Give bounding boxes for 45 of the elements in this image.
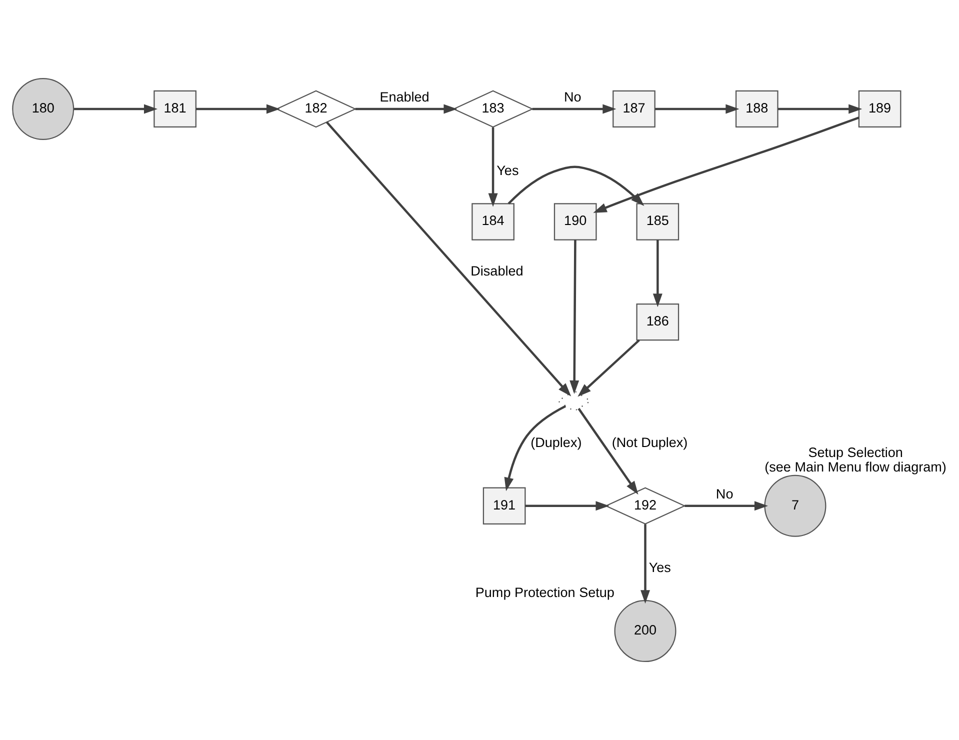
node-diamond: 183 [452, 90, 534, 128]
arrow [684, 501, 768, 511]
node-label: Pump Protection Setup [475, 584, 614, 600]
node-circle: 7 [764, 474, 826, 537]
arrow [508, 166, 644, 206]
edge-label: No [564, 90, 582, 105]
node-box: 191 [482, 487, 526, 524]
arrow [655, 104, 740, 114]
node-circle: 200 [614, 600, 676, 662]
arrow [578, 408, 638, 495]
arrow [593, 116, 860, 213]
node-box: 189 [858, 90, 902, 128]
arrow [196, 104, 280, 114]
edge-label: (Not Duplex) [612, 434, 688, 450]
arrow [488, 127, 498, 207]
node-box: 188 [735, 90, 778, 128]
arrow [355, 104, 458, 114]
arrow [326, 121, 572, 396]
node-diamond: 192 [604, 487, 686, 525]
arrow [570, 240, 580, 394]
edge-label: Yes [648, 560, 671, 575]
edge-label: Disabled [470, 263, 524, 278]
arrow [504, 405, 566, 492]
node-box: 184 [472, 203, 514, 240]
arrow [74, 104, 158, 114]
node-box: 190 [554, 203, 597, 240]
node-box: 187 [612, 90, 656, 128]
arrow [640, 524, 650, 604]
edge-label: (Duplex) [530, 434, 582, 450]
arrow [532, 104, 616, 114]
node-diamond [556, 390, 592, 412]
node-diamond: 182 [275, 90, 357, 128]
node-circle: 180 [12, 78, 74, 140]
edge-label: Enabled [380, 90, 430, 105]
edge-label: No [716, 486, 734, 502]
node-label: Setup Selection [808, 444, 903, 460]
node-box: 185 [636, 203, 680, 240]
arrow [578, 339, 640, 397]
arrow [778, 104, 862, 114]
arrow [525, 501, 610, 511]
edge-label: Yes [496, 163, 519, 178]
node-box: 186 [636, 303, 680, 341]
arrow [652, 240, 662, 308]
node-box: 181 [154, 90, 196, 128]
node-label: (see Main Menu flow diagram) [764, 460, 946, 475]
